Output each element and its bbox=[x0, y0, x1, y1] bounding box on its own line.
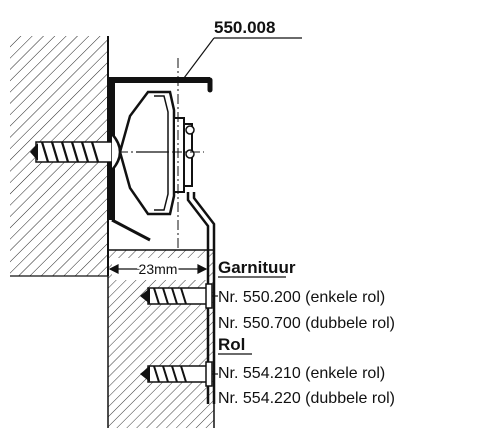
garnituur-item-1: Nr. 550.200 (enkele rol) bbox=[218, 289, 385, 306]
dimension-line bbox=[108, 264, 208, 274]
wall-screw bbox=[30, 133, 122, 171]
part-number-label: 550.008 bbox=[214, 18, 275, 37]
centre-lines bbox=[118, 58, 204, 250]
label-leaders bbox=[212, 276, 286, 375]
rail-profile bbox=[109, 77, 213, 242]
roller-wheel bbox=[118, 90, 195, 216]
panel-screw-upper bbox=[140, 283, 213, 309]
hanger-bracket bbox=[186, 192, 216, 404]
garnituur-heading: Garnituur bbox=[218, 258, 296, 277]
garnituur-item-2: Nr. 550.700 (dubbele rol) bbox=[218, 315, 395, 332]
dimension-label: 23mm bbox=[139, 261, 178, 277]
rol-heading: Rol bbox=[218, 335, 245, 354]
part-number-leader bbox=[183, 37, 302, 79]
panel-screw-lower bbox=[140, 361, 213, 387]
rol-item-1: Nr. 554.210 (enkele rol) bbox=[218, 365, 385, 382]
rol-item-2: Nr. 554.220 (dubbele rol) bbox=[218, 390, 395, 407]
